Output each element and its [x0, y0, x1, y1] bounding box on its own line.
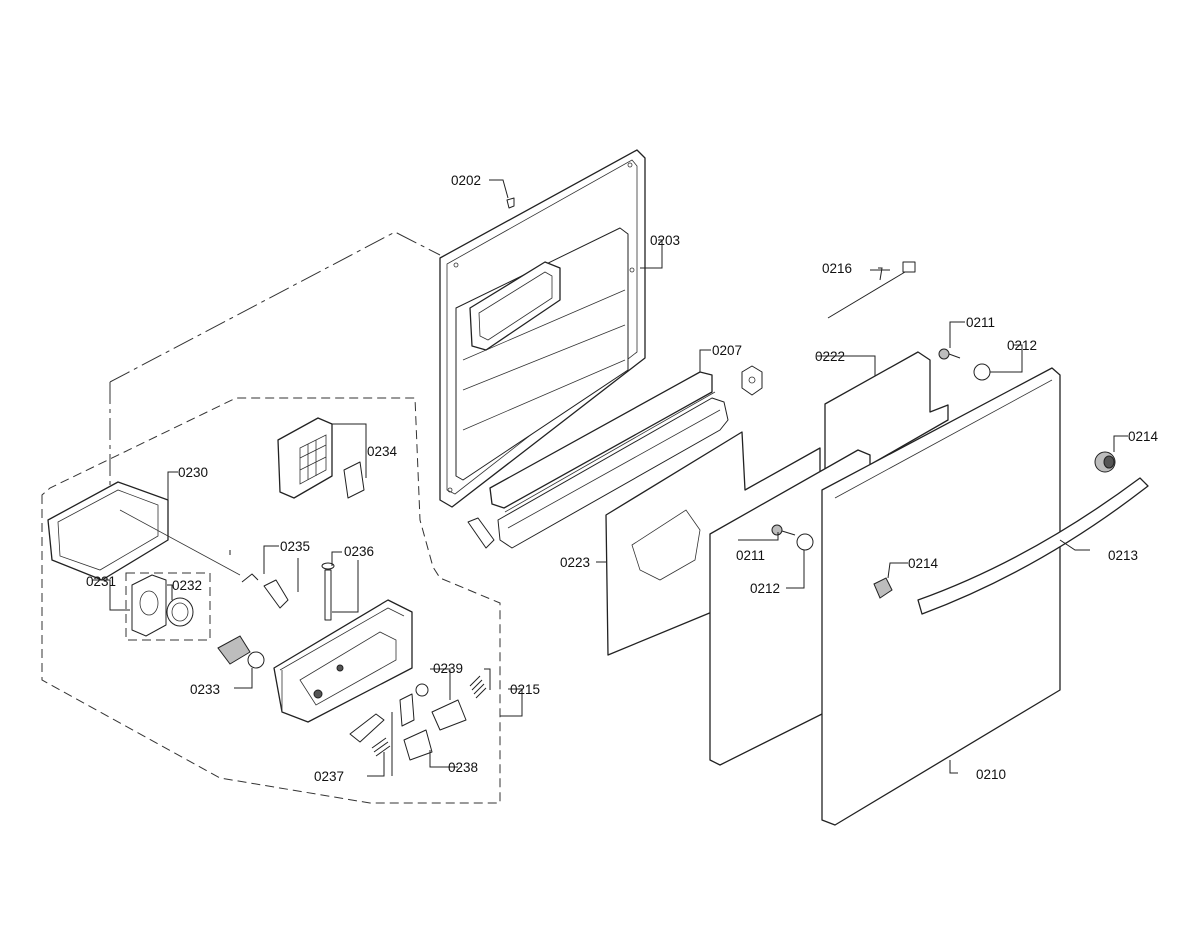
label-0222: 0222	[815, 349, 845, 364]
label-0236: 0236	[344, 544, 374, 559]
cable-0216	[827, 261, 916, 319]
label-0212-mid: 0212	[750, 581, 780, 596]
door-handle	[917, 477, 1149, 615]
label-0212-top: 0212	[1007, 338, 1037, 353]
dispenser-cover-0231	[131, 574, 167, 637]
label-0231: 0231	[86, 574, 116, 589]
label-0223: 0223	[560, 555, 590, 570]
label-0211-top: 0211	[966, 315, 995, 330]
screw-0211-top	[938, 348, 961, 360]
label-0213: 0213	[1108, 548, 1138, 563]
label-0234: 0234	[367, 444, 398, 459]
knob-0214-mid	[873, 577, 893, 599]
knob-0214-right	[1094, 451, 1116, 473]
screw-0202	[506, 197, 515, 209]
dispenser-body	[273, 599, 413, 723]
filter-module-0234	[277, 417, 365, 499]
hinge-bracket	[741, 365, 763, 396]
label-0210: 0210	[976, 767, 1006, 782]
label-0239: 0239	[433, 661, 463, 676]
group-box-0231-0232	[125, 572, 211, 641]
label-0238: 0238	[448, 760, 478, 775]
leader-lines	[92, 179, 1128, 777]
label-0237: 0237	[314, 769, 344, 784]
spring-0235	[241, 573, 289, 609]
washer-0212-mid	[796, 533, 814, 551]
label-0214-right: 0214	[1128, 429, 1159, 444]
switch-0238	[403, 729, 433, 761]
seal-ring-0232	[166, 597, 194, 627]
outer-assembly-outline	[109, 231, 441, 495]
label-0203: 0203	[650, 233, 680, 248]
label-0230: 0230	[178, 465, 208, 480]
assembly-outline-0215	[41, 397, 501, 804]
label-0233: 0233	[190, 682, 220, 697]
inner-door-panel	[439, 149, 646, 508]
washer-0212-top	[973, 363, 991, 381]
door-trim-strip	[467, 371, 729, 549]
label-0207: 0207	[712, 343, 742, 358]
label-0211-mid: 0211	[736, 548, 765, 563]
label-0214-mid: 0214	[908, 556, 939, 571]
gasket-frame-0230	[47, 481, 241, 581]
label-0202: 0202	[451, 173, 481, 188]
float-0236	[321, 562, 335, 621]
label-0232: 0232	[172, 578, 202, 593]
label-0215: 0215	[510, 682, 540, 697]
nozzle-0233	[217, 635, 265, 669]
screw-0211-mid	[771, 524, 796, 536]
label-0216: 0216	[822, 261, 852, 276]
lever-0237	[349, 693, 415, 757]
lever-0239	[415, 675, 487, 731]
label-0235: 0235	[280, 539, 310, 554]
